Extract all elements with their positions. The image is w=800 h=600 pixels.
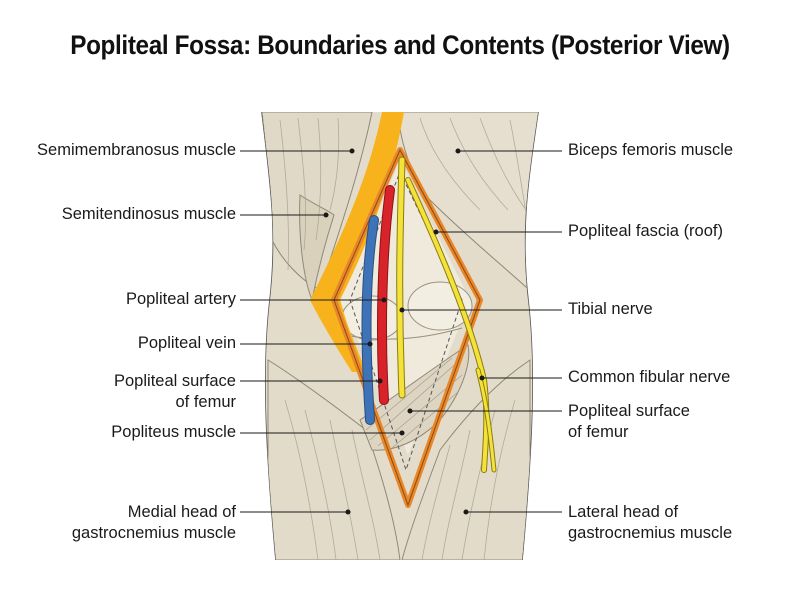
leader-dot bbox=[407, 408, 413, 414]
label-popliteal-artery: Popliteal artery bbox=[126, 289, 236, 310]
leader-dot bbox=[433, 229, 439, 235]
muscle-fibers bbox=[279, 117, 531, 560]
leader-dot bbox=[463, 509, 469, 515]
leader-lines bbox=[240, 148, 562, 515]
label-text: Popliteal fascia (roof) bbox=[568, 222, 723, 240]
label-text-line-2: gastrocnemius muscle bbox=[568, 524, 733, 542]
label-text-line-2: of femur bbox=[568, 423, 629, 441]
label-biceps-femoris: Biceps femoris muscle bbox=[568, 140, 733, 161]
page-title: Popliteal Fossa: Boundaries and Contents… bbox=[70, 30, 730, 60]
label-common-fibular-nerve: Common fibular nerve bbox=[568, 367, 730, 388]
label-text: Semimembranosus muscle bbox=[37, 141, 236, 159]
label-popliteal-vein: Popliteal vein bbox=[138, 333, 236, 354]
leader-dot bbox=[349, 148, 355, 154]
label-text: Semitendinosus muscle bbox=[61, 205, 236, 223]
label-text-line-1: Lateral head of bbox=[568, 503, 679, 521]
leader-dot bbox=[367, 341, 373, 347]
label-popliteal-surface-femur-right: Popliteal surface of femur bbox=[568, 401, 690, 443]
label-text: Popliteal artery bbox=[125, 290, 236, 308]
label-lateral-gastrocnemius: Lateral head of gastrocnemius muscle bbox=[568, 502, 732, 544]
label-text-line-1: Popliteal surface bbox=[114, 372, 236, 390]
leader-dot bbox=[399, 430, 405, 436]
leader-dot bbox=[377, 378, 383, 384]
label-semitendinosus: Semitendinosus muscle bbox=[62, 204, 236, 225]
leader-dot bbox=[479, 375, 485, 381]
label-tibial-nerve: Tibial nerve bbox=[568, 299, 653, 320]
leader-dot bbox=[399, 307, 405, 313]
leader-dot bbox=[455, 148, 461, 154]
label-text: Popliteus muscle bbox=[111, 423, 236, 441]
label-text: Biceps femoris muscle bbox=[568, 141, 734, 159]
leader-dot bbox=[323, 212, 329, 218]
label-text: Common fibular nerve bbox=[568, 368, 731, 386]
label-text: Tibial nerve bbox=[568, 300, 653, 318]
label-text-line-1: Popliteal surface bbox=[568, 402, 690, 420]
label-text-line-2: of femur bbox=[175, 393, 236, 411]
label-popliteal-surface-femur-left: Popliteal surface of femur bbox=[114, 371, 236, 413]
label-text-line-1: Medial head of bbox=[127, 503, 236, 521]
label-popliteus: Popliteus muscle bbox=[111, 422, 236, 443]
semitendinosus-shape bbox=[299, 194, 335, 302]
label-text: Popliteal vein bbox=[137, 334, 236, 352]
lateral-gastrocnemius-shape bbox=[401, 359, 531, 560]
label-semimembranosus: Semimembranosus muscle bbox=[37, 140, 236, 161]
leader-dot bbox=[381, 297, 387, 303]
leader-dot bbox=[345, 509, 351, 515]
label-popliteal-fascia: Popliteal fascia (roof) bbox=[568, 221, 723, 242]
label-text-line-2: gastrocnemius muscle bbox=[71, 524, 236, 542]
label-medial-gastrocnemius: Medial head of gastrocnemius muscle bbox=[72, 502, 236, 544]
